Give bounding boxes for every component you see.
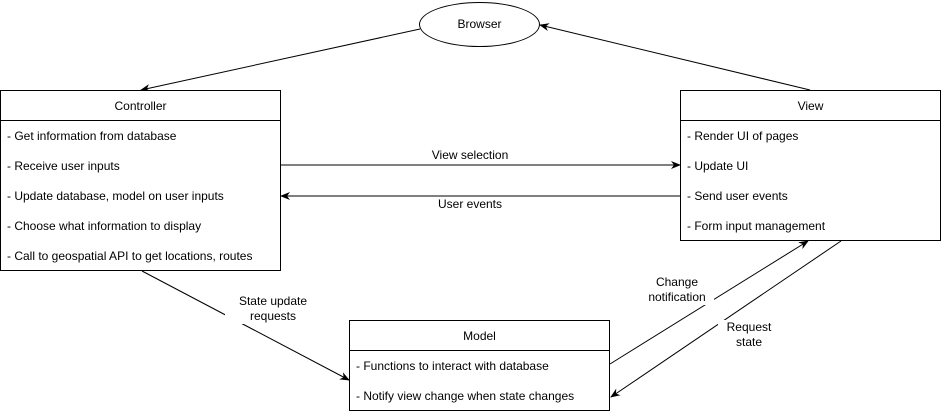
controller-item: - Call to geospatial API to get location… <box>7 249 253 263</box>
state-update-line2: requests <box>249 309 297 323</box>
request-state-line2: state <box>735 335 762 349</box>
controller-title: Controller <box>1 91 280 121</box>
controller-item: - Choose what information to display <box>7 219 202 233</box>
model-title: Model <box>350 321 609 351</box>
model-item: - Functions to interact with database <box>356 359 549 373</box>
browser-to-controller-arrow <box>140 28 421 92</box>
state-update-line1: State update <box>238 294 308 308</box>
view-item: - Render UI of pages <box>687 129 799 143</box>
user-events-label: User events <box>425 197 515 212</box>
view-selection-label: View selection <box>420 148 520 163</box>
state-update-requests-label: State update requests <box>225 294 321 324</box>
change-notification-line2: notification <box>648 290 706 304</box>
view-item: - Form input management <box>687 219 826 233</box>
browser-node: Browser <box>419 2 540 47</box>
request-state-label: Request state <box>718 320 780 350</box>
view-item: - Send user events <box>687 189 788 203</box>
controller-item: - Update database, model on user inputs <box>7 189 224 203</box>
model-item: - Notify view change when state changes <box>356 389 575 403</box>
model-box: Model - Functions to interact with datab… <box>349 320 610 411</box>
view-item: - Update UI <box>687 159 749 173</box>
request-state-line1: Request <box>726 320 772 334</box>
change-notification-line1: Change <box>655 275 699 289</box>
view-to-browser-arrow <box>539 23 811 91</box>
controller-item: - Receive user inputs <box>7 159 120 173</box>
state-update-requests-arrow <box>141 270 350 381</box>
controller-box: Controller - Get information from databa… <box>0 90 281 271</box>
request-state-arrow <box>610 240 842 398</box>
change-notification-label: Change notification <box>640 275 714 305</box>
controller-item: - Get information from database <box>7 129 177 143</box>
view-title: View <box>681 91 940 121</box>
view-box: View - Render UI of pages - Update UI - … <box>680 90 941 241</box>
